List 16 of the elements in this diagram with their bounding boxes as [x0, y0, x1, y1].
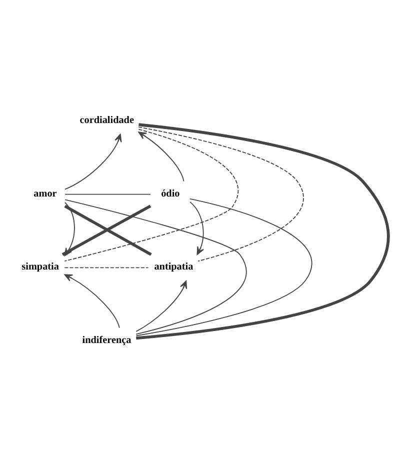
connector: [136, 198, 312, 336]
connector: [64, 194, 151, 195]
arrow: [64, 134, 122, 190]
node-text: amor: [34, 188, 57, 200]
connector: [138, 126, 304, 262]
arrow: [190, 201, 204, 255]
connector: [136, 123, 390, 340]
arrow: [64, 274, 120, 328]
node-text: simpatia: [22, 262, 59, 273]
node-text: cordialidade: [80, 114, 134, 126]
node-text: indiferença: [82, 334, 132, 346]
connector: [64, 267, 149, 268]
node-text: ódio: [161, 188, 180, 200]
arrow: [138, 132, 184, 182]
arrow: [136, 280, 188, 332]
node-text: antipatia: [154, 262, 194, 273]
